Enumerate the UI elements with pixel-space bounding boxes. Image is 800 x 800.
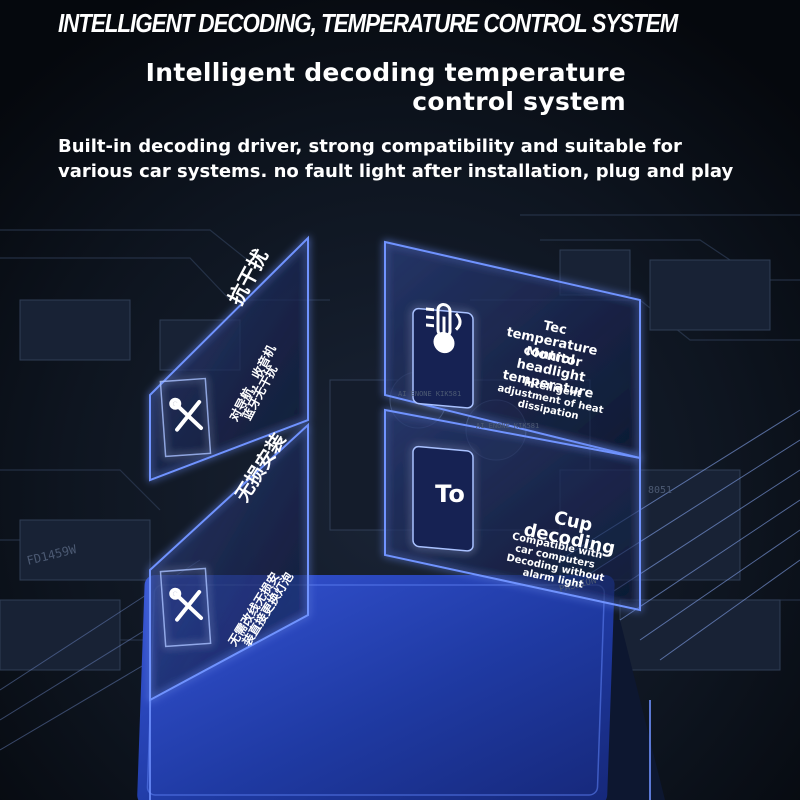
chip-label: AI ENONE KIK581 <box>476 422 539 430</box>
decoding-badge: To <box>435 480 465 508</box>
lossless-install-panel-frame <box>149 422 309 702</box>
chip-label: AI ENONE KIK581 <box>398 390 461 398</box>
tools-icon <box>169 587 204 622</box>
description: Built-in decoding driver, strong compati… <box>58 136 734 182</box>
thermometer-icon <box>426 303 462 354</box>
decoding-panel-frame <box>384 408 641 612</box>
tools-icon <box>169 397 204 432</box>
page-title: Intelligent decoding temperature control… <box>145 58 626 116</box>
headline: INTELLIGENT DECODING, TEMPERATURE CONTRO… <box>58 8 678 38</box>
chip-label: 8051 <box>648 485 672 496</box>
temperature-panel-frame <box>384 240 641 460</box>
